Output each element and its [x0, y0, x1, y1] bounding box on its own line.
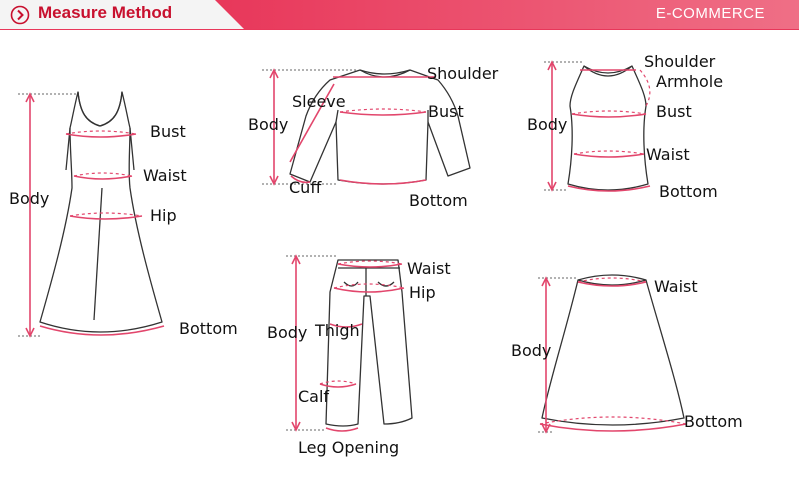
dress-diagram: Bust Waist Hip Body Bottom: [9, 91, 238, 338]
shirt-label-sleeve: Sleeve: [292, 92, 346, 111]
dress-waist-line: [73, 175, 133, 180]
vest-diagram: Shoulder Armhole Bust Body Waist Bottom: [527, 52, 723, 201]
vest-outline: [567, 65, 649, 191]
skirt-label-waist: Waist: [654, 277, 698, 296]
shirt-diagram: Shoulder Sleeve Bust Body Cuff Bottom: [248, 64, 499, 210]
pants-label-thigh: Thigh: [314, 321, 360, 340]
vest-waist-line: [573, 153, 645, 158]
header-background: [0, 0, 799, 30]
pants-label-calf: Calf: [298, 387, 329, 406]
skirt-diagram: Waist Body Bottom: [511, 274, 743, 434]
dress-bottom-line: [39, 325, 165, 336]
pants-leg-opening-line: [325, 427, 359, 432]
pants-diagram: Waist Hip Body Thigh Calf Leg Opening: [267, 254, 451, 457]
skirt-label-bottom: Bottom: [684, 412, 743, 431]
shirt-outline: [289, 69, 471, 185]
dress-label-bust: Bust: [150, 122, 186, 141]
pants-outline: [325, 259, 413, 427]
shirt-label-shoulder: Shoulder: [427, 64, 499, 83]
skirt-outline: [541, 274, 685, 426]
pants-label-body: Body: [267, 323, 307, 342]
vest-label-body: Body: [527, 115, 567, 134]
skirt-waist-line: [577, 281, 647, 287]
dress-label-waist: Waist: [143, 166, 187, 185]
pants-label-leg-opening: Leg Opening: [298, 438, 399, 457]
vest-label-bust: Bust: [656, 102, 692, 121]
shirt-label-bust: Bust: [428, 102, 464, 121]
brand-label: E-COMMERCE: [655, 5, 765, 22]
shirt-cuff-line: [290, 175, 311, 184]
vest-label-armhole: Armhole: [656, 72, 723, 91]
vest-bottom-line: [567, 185, 651, 192]
pants-hip-line: [333, 287, 405, 293]
vest-label-shoulder: Shoulder: [644, 52, 716, 71]
header-bar: Measure Method E-COMMERCE: [0, 0, 799, 30]
dress-label-body: Body: [9, 189, 49, 208]
pants-label-hip: Hip: [409, 283, 436, 302]
dress-hip-line: [69, 215, 143, 220]
skirt-label-body: Body: [511, 341, 551, 360]
shirt-bottom-line: [339, 179, 427, 185]
vest-label-bottom: Bottom: [659, 182, 718, 201]
pants-label-waist: Waist: [407, 259, 451, 278]
shirt-label-cuff: Cuff: [289, 178, 322, 197]
dress-label-bottom: Bottom: [179, 319, 238, 338]
dress-bust-line: [65, 133, 137, 138]
dress-label-hip: Hip: [150, 206, 177, 225]
skirt-bottom-line: [539, 423, 687, 432]
shirt-sleeve-line: [289, 83, 335, 163]
pants-waist-line: [337, 263, 403, 268]
vest-armhole-line: [639, 69, 651, 107]
shirt-label-bottom: Bottom: [409, 191, 468, 210]
pants-calf-line: [319, 383, 357, 388]
shirt-bust-line: [339, 111, 427, 116]
pants-thigh-line: [329, 323, 363, 328]
vest-label-waist: Waist: [646, 145, 690, 164]
vest-bust-line: [571, 113, 647, 118]
page-title: Measure Method: [38, 3, 173, 22]
shirt-label-body: Body: [248, 115, 288, 134]
